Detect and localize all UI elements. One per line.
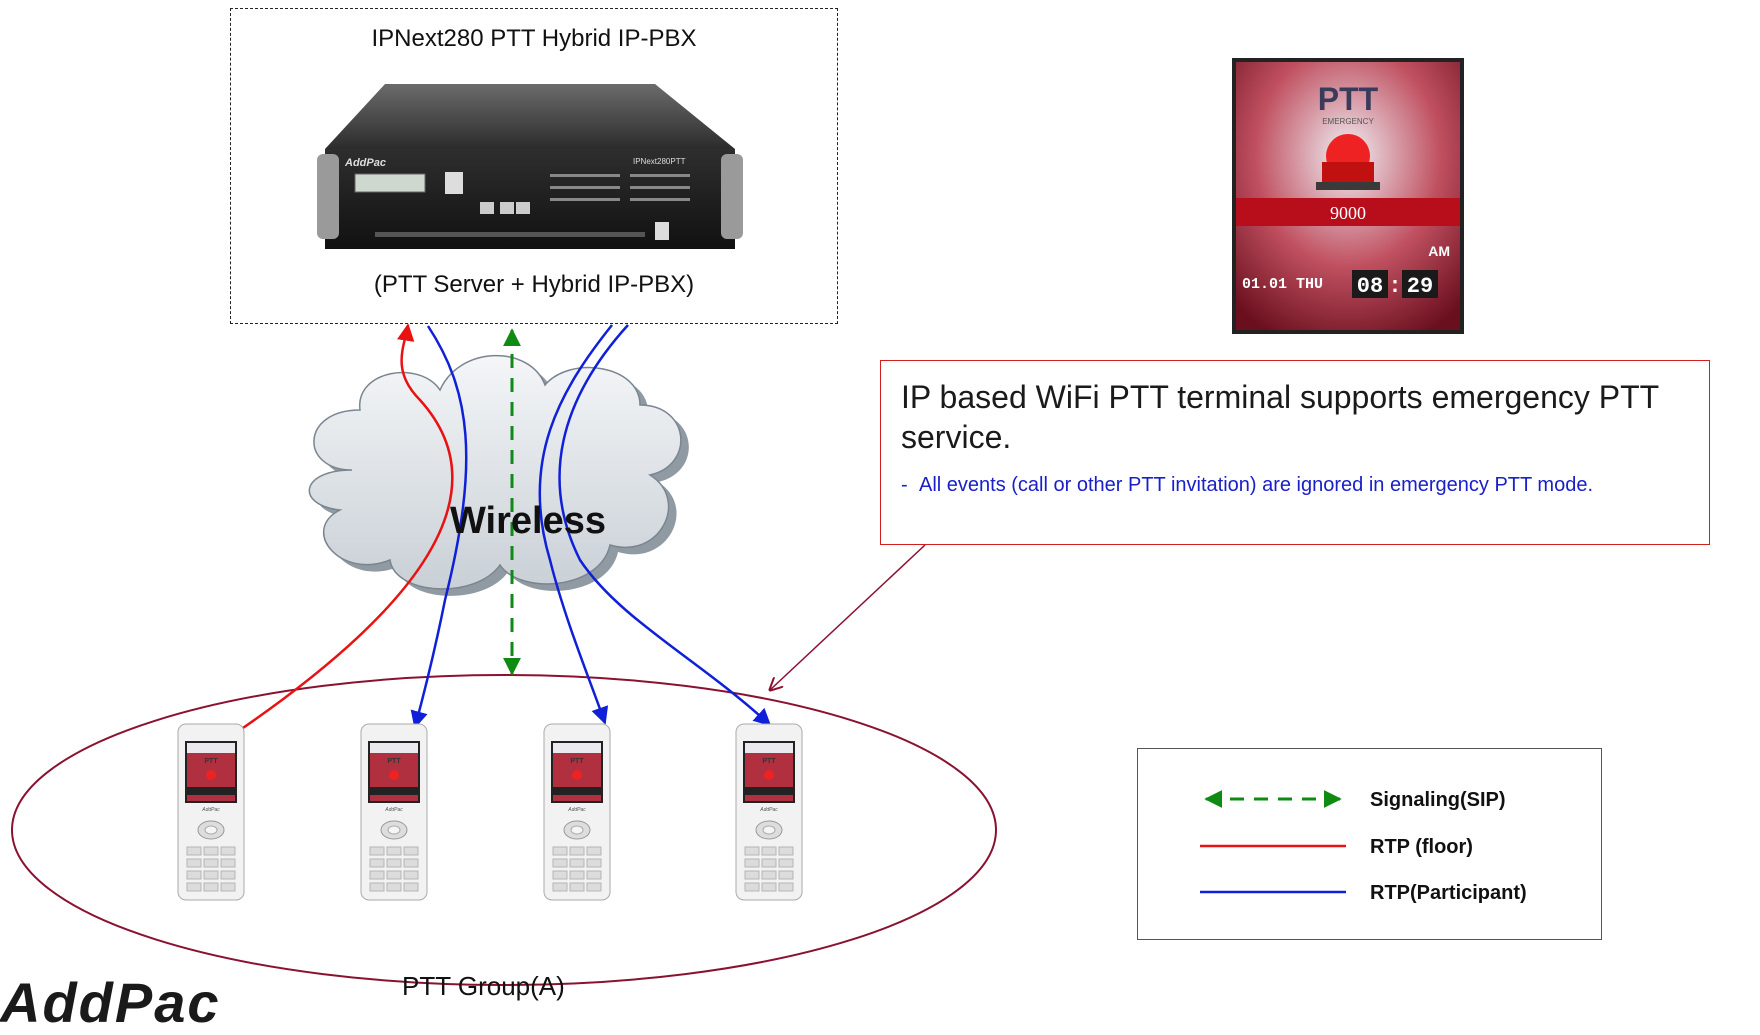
svg-text:PTT: PTT — [762, 758, 776, 765]
callout-bullet-body: All events (call or other PTT invitation… — [919, 474, 1594, 496]
device-brand-right: IPNext280PTT — [633, 157, 686, 166]
server-title: IPNext280 PTT Hybrid IP-PBX — [371, 25, 697, 52]
handset-brand-label: AddPac — [759, 807, 778, 813]
svg-text::: : — [1388, 274, 1401, 299]
legend-swatches — [1200, 790, 1346, 894]
callout-main-text: IP based WiFi PTT terminal supports emer… — [901, 379, 1659, 455]
svg-text:PTT: PTT — [204, 758, 218, 765]
screen-number: 9000 — [1330, 203, 1366, 223]
handset-brand-label: AddPac — [567, 807, 586, 813]
ptt-handset-4: PTT AddPac — [735, 723, 803, 908]
ptt-group-ellipse — [11, 674, 997, 986]
ptt-group-label: PTT Group(A) — [402, 971, 565, 1001]
emergency-light-icon — [1316, 134, 1380, 190]
rtp-floor-line — [239, 323, 454, 732]
callout-bullet-dash: - — [901, 474, 908, 496]
screen-ampm: AM — [1428, 243, 1450, 259]
callout-pointer — [770, 544, 926, 690]
diagram-canvas — [11, 323, 997, 986]
device-brand-left: AddPac — [344, 157, 386, 169]
handset-brand-label: AddPac — [201, 807, 220, 813]
svg-text:PTT: PTT — [387, 758, 401, 765]
emergency-callout: IP based WiFi PTT terminal supports emer… — [880, 360, 1710, 545]
legend-label-floor: RTP (floor) — [1370, 836, 1473, 858]
screen-subtitle: EMERGENCY — [1322, 117, 1374, 126]
wireless-cloud — [308, 354, 689, 596]
legend-label-signaling: Signaling(SIP) — [1370, 789, 1506, 811]
screen-date: 01.01 THU — [1242, 276, 1323, 293]
ptt-handset-1: PTT AddPac — [177, 723, 245, 908]
rtp-participant-line-2 — [538, 324, 613, 725]
ip-pbx-device-image: AddPac IPNext280PTT — [317, 84, 743, 249]
ptt-handset-2: PTT AddPac — [360, 723, 428, 908]
ptt-handset-3: PTT AddPac — [543, 723, 611, 908]
callout-bullet-text: - All events (call or other PTT invitati… — [901, 471, 1689, 499]
emergency-screen-image: PTT EMERGENCY 9000 AM 01.01 THU 08 : 29 — [1232, 58, 1464, 334]
wireless-label: Wireless — [450, 500, 606, 542]
screen-time-minute: 29 — [1407, 274, 1433, 299]
svg-text:PTT: PTT — [570, 758, 584, 765]
screen-title: PTT — [1318, 81, 1379, 117]
rtp-participant-line-3 — [558, 324, 772, 727]
ip-pbx-server-box: IPNext280 PTT Hybrid IP-PBX (PTT Server … — [230, 8, 838, 324]
server-subtitle: (PTT Server + Hybrid IP-PBX) — [373, 271, 695, 298]
handset-brand-label: AddPac — [384, 807, 403, 813]
screen-time-hour: 08 — [1357, 274, 1383, 299]
rtp-participant-line-1 — [410, 325, 468, 729]
legend-label-participant: RTP(Participant) — [1370, 882, 1527, 904]
legend-box: Signaling(SIP) RTP (floor) RTP(Participa… — [1137, 748, 1602, 940]
